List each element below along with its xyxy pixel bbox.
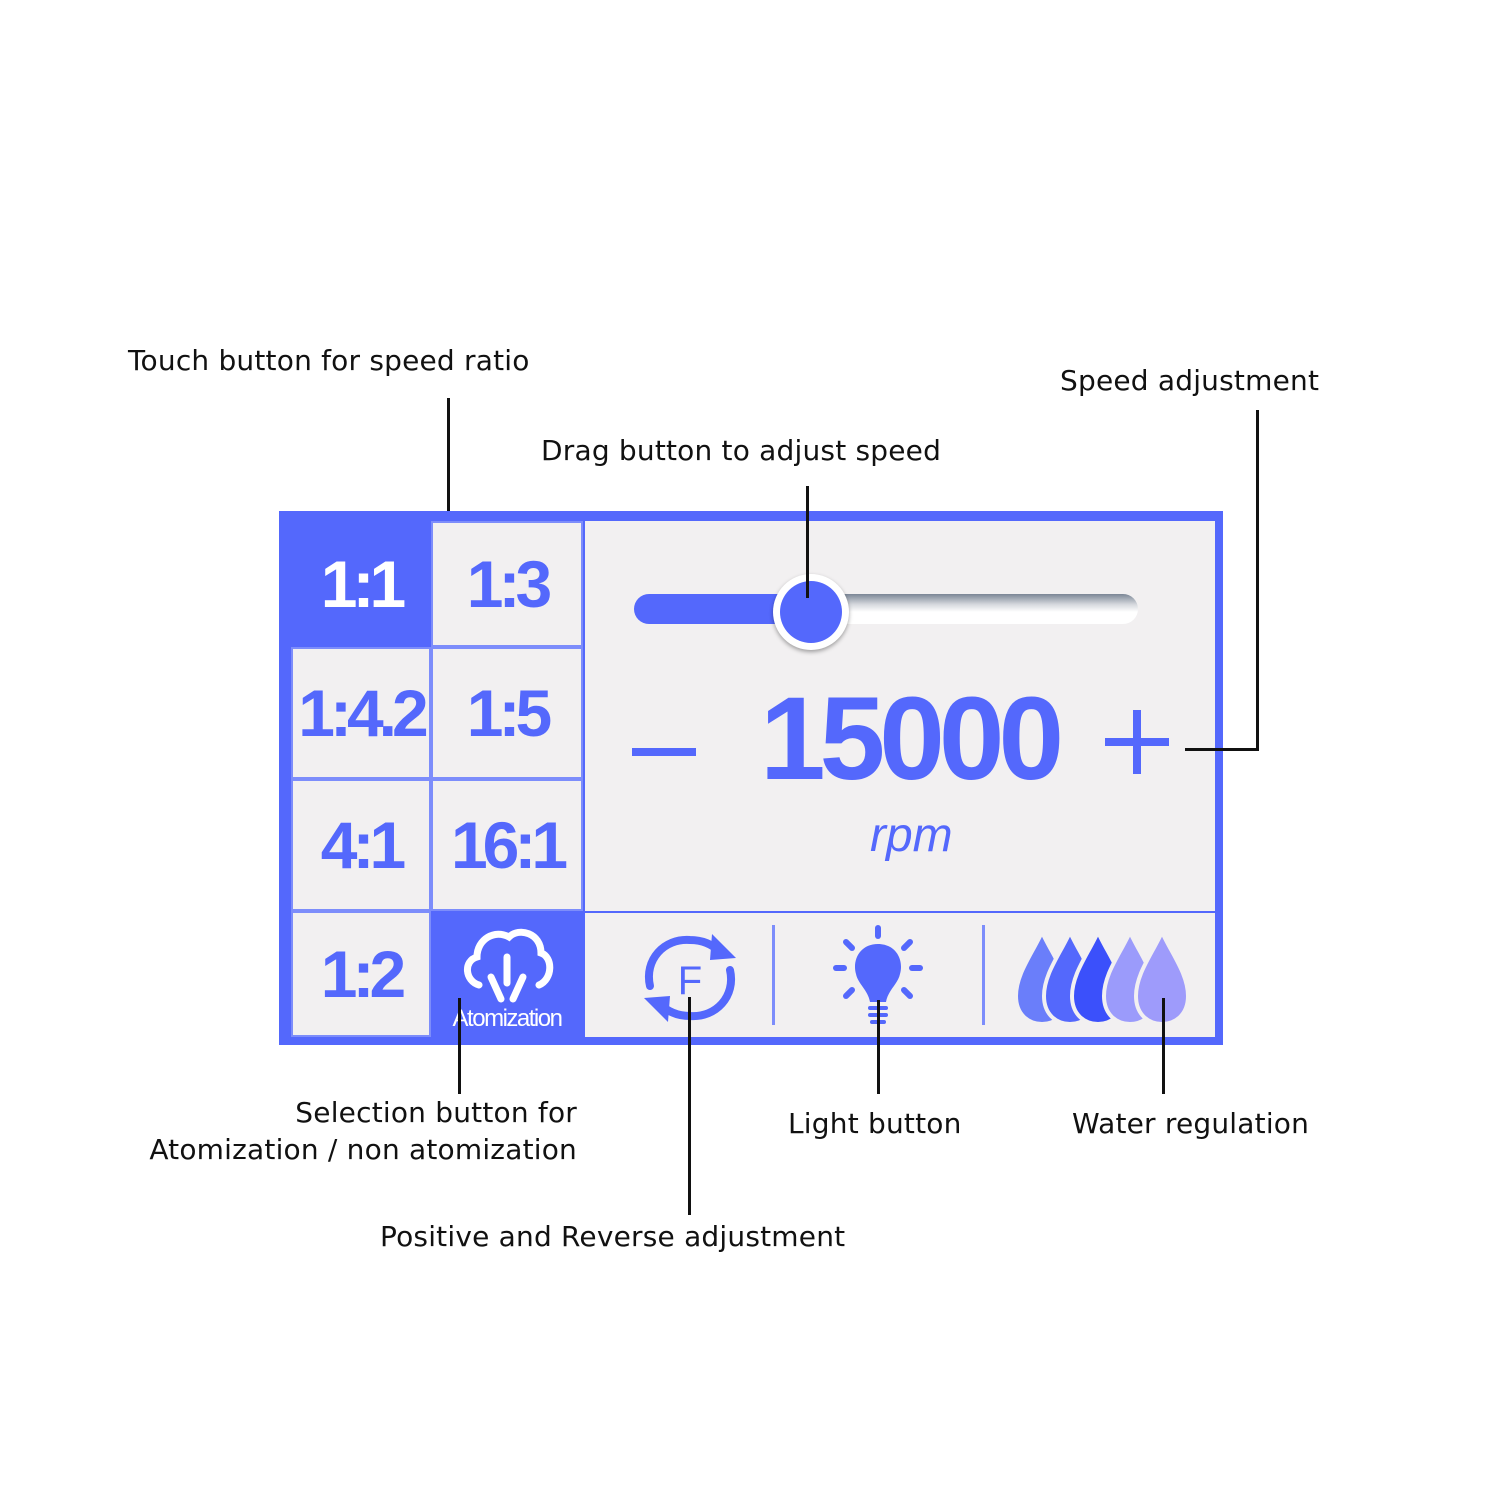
leader-line-water xyxy=(1162,998,1165,1094)
ratio-button-4-1[interactable]: 4:1 xyxy=(291,779,431,911)
water-regulation-button[interactable] xyxy=(1012,927,1194,1027)
ratio-label: 1:1 xyxy=(320,547,406,621)
leader-line-speed-adjustment-vertical xyxy=(1256,410,1259,751)
annotation-light: Light button xyxy=(788,1107,962,1140)
ratio-button-1-4-2[interactable]: 1:4.2 xyxy=(291,647,431,779)
ratio-button-1-2[interactable]: 1:2 xyxy=(291,911,431,1037)
leader-line-atomization xyxy=(458,998,461,1094)
speed-display-area xyxy=(585,521,1215,911)
ratio-label: 1:2 xyxy=(320,937,406,1011)
annotation-atomization-line2: Atomization / non atomization xyxy=(149,1133,577,1166)
speed-value: 15000 xyxy=(760,673,1064,805)
divider xyxy=(982,925,985,1025)
water-drops-icon xyxy=(1013,927,1191,1027)
speed-decrease-button[interactable] xyxy=(632,748,696,756)
annotation-direction: Positive and Reverse adjustment xyxy=(380,1220,846,1253)
leader-line-drag-speed xyxy=(806,486,809,598)
divider xyxy=(772,925,775,1025)
ratio-label: 16:1 xyxy=(450,808,568,882)
annotation-atomization-line1: Selection button for xyxy=(295,1096,577,1129)
ratio-label: 1:4.2 xyxy=(298,676,428,750)
leader-line-light xyxy=(877,1000,880,1094)
svg-text:F: F xyxy=(678,959,702,1003)
ratio-label: 1:5 xyxy=(466,676,552,750)
ratio-label: 1:3 xyxy=(466,547,552,621)
annotation-speed-ratio: Touch button for speed ratio xyxy=(128,344,530,377)
ratio-button-1-3[interactable]: 1:3 xyxy=(431,521,583,647)
speed-unit: rpm xyxy=(870,809,953,862)
ratio-label: 4:1 xyxy=(320,808,406,882)
leader-line-speed-adjustment-horizontal xyxy=(1185,748,1259,751)
speed-increase-button[interactable] xyxy=(1105,710,1169,774)
speed-slider-handle[interactable] xyxy=(773,574,849,650)
annotation-drag-speed: Drag button to adjust speed xyxy=(541,434,942,467)
ratio-button-16-1[interactable]: 16:1 xyxy=(431,779,583,911)
annotation-water: Water regulation xyxy=(1072,1107,1310,1140)
ratio-button-1-5[interactable]: 1:5 xyxy=(431,647,583,779)
ratio-button-1-1[interactable]: 1:1 xyxy=(291,521,431,647)
leader-line-direction xyxy=(688,997,691,1215)
light-button[interactable] xyxy=(830,924,926,1032)
speed-slider-track[interactable] xyxy=(800,594,1138,624)
atomization-button[interactable]: Atomization xyxy=(431,911,583,1037)
annotation-speed-adjustment: Speed adjustment xyxy=(1060,364,1320,397)
atomization-cloud-icon xyxy=(464,928,554,1003)
atomization-label: Atomization xyxy=(452,1005,563,1032)
leader-line-speed-ratio xyxy=(447,398,450,566)
lightbulb-icon xyxy=(833,925,923,1024)
